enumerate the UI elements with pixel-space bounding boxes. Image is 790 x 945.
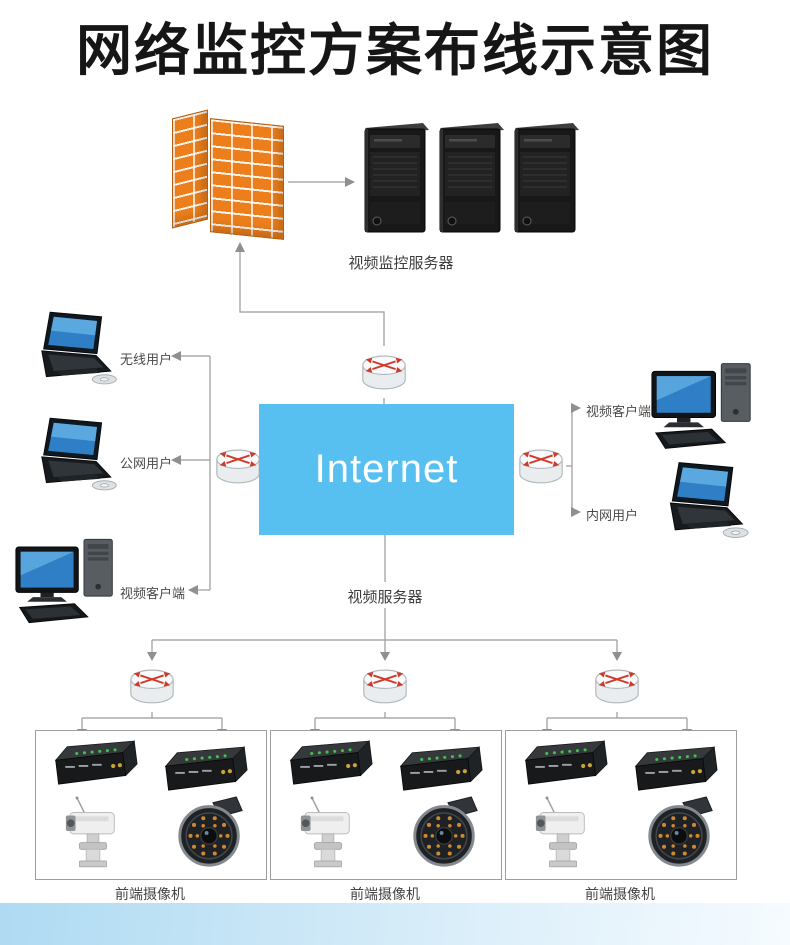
server-tower-icon-1 <box>356 118 434 236</box>
desktop-icon-video-client-left <box>14 536 118 626</box>
internet-box: Internet <box>259 404 514 535</box>
camera-group-label-3: 前端摄像机 <box>585 886 655 902</box>
camera-group-label-2: 前端摄像机 <box>350 886 420 902</box>
video-encoder-icon <box>393 745 485 797</box>
ir-bullet-camera-icon <box>407 793 483 869</box>
ptz-camera-icon <box>297 789 359 869</box>
camera-group-box-3 <box>505 730 737 880</box>
laptop-icon-public-user <box>28 416 120 494</box>
wireless-user-label: 无线用户 <box>120 352 173 367</box>
video-encoder-icon <box>518 739 610 791</box>
intranet-user-label: 内网用户 <box>586 508 639 523</box>
bottom-gradient-bar <box>0 903 790 945</box>
ir-bullet-camera-icon <box>642 793 718 869</box>
camera-group-box-1 <box>35 730 267 880</box>
video-server-label: 视频服务器 <box>347 589 423 606</box>
router-icon-bottom-3 <box>590 660 644 712</box>
page-title: 网络监控方案布线示意图 <box>76 19 714 82</box>
router-icon-bottom-2 <box>358 660 412 712</box>
firewall-left-panel <box>172 109 208 229</box>
internet-label: Internet <box>314 447 459 491</box>
firewall-right-panel <box>210 118 284 240</box>
camera-group-label-1: 前端摄像机 <box>115 886 185 902</box>
video-encoder-icon <box>158 745 250 797</box>
ir-bullet-camera-icon <box>172 793 248 869</box>
ptz-camera-icon <box>62 789 124 869</box>
router-icon-left <box>211 440 265 492</box>
server-tower-icon-2 <box>431 118 509 236</box>
desktop-icon-video-client-right <box>650 360 756 452</box>
monitor-servers-label: 视频监控服务器 <box>348 255 454 272</box>
video-encoder-icon <box>48 739 140 791</box>
router-icon-right <box>514 440 568 492</box>
video-client-left-label: 视频客户端 <box>120 586 186 601</box>
router-icon-top <box>357 344 411 400</box>
server-tower-icon-3 <box>506 118 584 236</box>
laptop-icon-intranet-user <box>656 460 752 542</box>
ptz-camera-icon <box>532 789 594 869</box>
router-icon-bottom-1 <box>125 660 179 712</box>
video-encoder-icon <box>628 745 720 797</box>
public-user-label: 公网用户 <box>120 456 173 471</box>
laptop-icon-wireless-user <box>28 310 120 388</box>
video-encoder-icon <box>283 739 375 791</box>
firewall-icon <box>170 109 284 250</box>
video-client-right-label: 视频客户端 <box>586 404 652 419</box>
camera-group-box-2 <box>270 730 502 880</box>
